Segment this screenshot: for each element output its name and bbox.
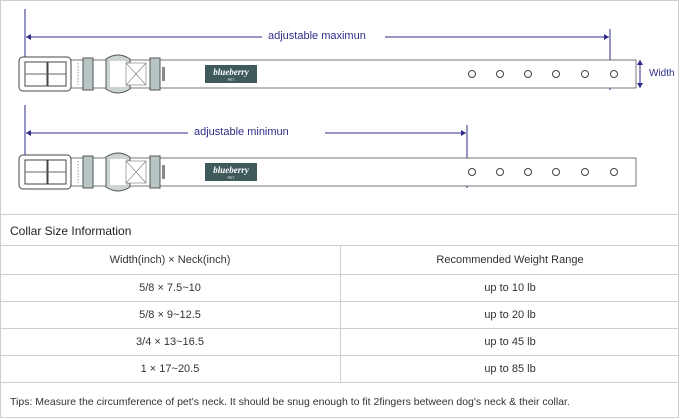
size-cell: 3/4 × 13~16.5 bbox=[0, 328, 341, 356]
collar-min-keeper-right bbox=[149, 155, 161, 189]
collar-max-hole bbox=[468, 70, 476, 78]
weight-cell: up to 85 lb bbox=[340, 355, 679, 382]
collar-max-hole bbox=[496, 70, 504, 78]
collar-min-hole bbox=[552, 168, 560, 176]
min-label: adjustable minimun bbox=[194, 126, 289, 138]
collar-min-d-ring-inner bbox=[110, 159, 126, 185]
collar-max-label-tag bbox=[162, 67, 165, 81]
table-header-row: Width(inch) × Neck(inch) Recommended Wei… bbox=[0, 245, 679, 275]
collar-max-hole bbox=[524, 70, 532, 78]
collar-min-hole bbox=[581, 168, 589, 176]
size-cell: 1 × 17~20.5 bbox=[0, 355, 341, 382]
collar-min-label-tag bbox=[162, 165, 165, 179]
collar-min-hole bbox=[610, 168, 618, 176]
tips-text: Tips: Measure the circumference of pet's… bbox=[10, 396, 570, 408]
size-table: Width(inch) × Neck(inch) Recommended Wei… bbox=[0, 245, 679, 382]
header-weight: Recommended Weight Range bbox=[340, 245, 679, 275]
collar-min-brand-sub: PET bbox=[228, 176, 236, 180]
collar-min-hole bbox=[524, 168, 532, 176]
collar-max-brand-logo: blueberry bbox=[213, 67, 250, 77]
collar-max-keeper-left bbox=[82, 57, 94, 91]
max-label: adjustable maximun bbox=[268, 30, 366, 42]
collar-min-hole bbox=[468, 168, 476, 176]
collar-max-brand-sub: PET bbox=[228, 78, 236, 82]
collar-max-stitch-box-x bbox=[125, 62, 147, 86]
table-caption: Collar Size Information bbox=[10, 224, 132, 238]
table-caption-row: Collar Size Information bbox=[0, 214, 679, 246]
weight-cell: up to 10 lb bbox=[340, 274, 679, 302]
weight-cell: up to 20 lb bbox=[340, 301, 679, 329]
collar-min-keeper-left bbox=[82, 155, 94, 189]
collar-max-d-ring-inner bbox=[110, 61, 126, 87]
collar-min-arrowhead-left bbox=[26, 130, 31, 136]
size-cell: 5/8 × 9~12.5 bbox=[0, 301, 341, 329]
width-arrowhead-bottom bbox=[637, 83, 643, 88]
collar-max-brand-label bbox=[205, 65, 257, 83]
collar-max-arrowhead-left bbox=[26, 34, 31, 40]
size-cell: 5/8 × 7.5~10 bbox=[0, 274, 341, 302]
collar-min-brand-label bbox=[205, 163, 257, 181]
header-size: Width(inch) × Neck(inch) bbox=[0, 245, 341, 275]
tips-row: Tips: Measure the circumference of pet's… bbox=[0, 382, 679, 418]
weight-cell: up to 45 lb bbox=[340, 328, 679, 356]
collar-min-hole bbox=[496, 168, 504, 176]
collar-min-brand-logo: blueberry bbox=[213, 165, 250, 175]
collar-min-stitch-box-x bbox=[125, 160, 147, 184]
collar-max-hole bbox=[610, 70, 618, 78]
width-arrowhead-top bbox=[637, 60, 643, 65]
collar-min-arrowhead-right bbox=[461, 130, 466, 136]
width-label: Width bbox=[649, 68, 675, 79]
collar-max-hole bbox=[581, 70, 589, 78]
collar-max-arrowhead-right bbox=[604, 34, 609, 40]
collar-max-keeper-right bbox=[149, 57, 161, 91]
collar-max-hole bbox=[552, 70, 560, 78]
